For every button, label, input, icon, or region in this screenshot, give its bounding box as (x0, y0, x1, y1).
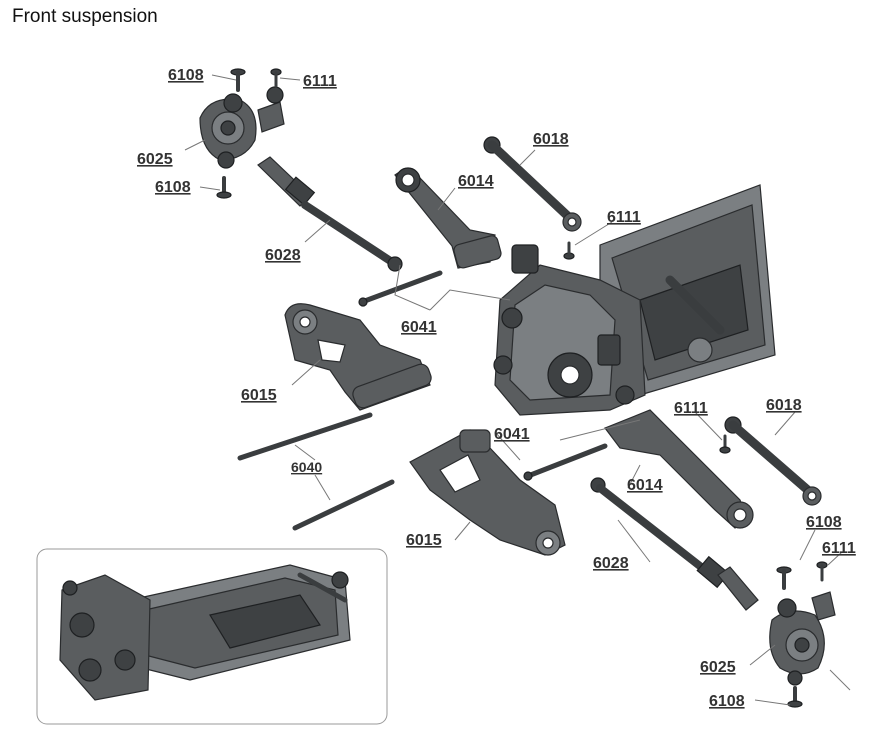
label-6111-mid: 6111 (607, 209, 641, 226)
label-6041-lower: 6041 (494, 426, 530, 443)
upper-arm-6014-top (394, 167, 502, 269)
label-6015-bottom: 6015 (406, 532, 442, 549)
label-6025-bottom: 6025 (700, 659, 736, 676)
pin-6108-lower (216, 176, 232, 199)
pin-6108-top (230, 68, 246, 92)
label-6108-right-top: 6108 (806, 514, 842, 531)
screw-6111-lower (719, 434, 731, 454)
pin-6108-right-top (776, 566, 792, 590)
label-6018-top: 6018 (533, 131, 569, 148)
chassis-body (599, 184, 776, 396)
drive-shaft-lower (590, 477, 759, 611)
turnbuckle-6018-top (483, 136, 582, 232)
page-title: Front suspension (12, 6, 158, 27)
label-6040: 6040 (291, 459, 322, 475)
hinge-pin-6040 (237, 412, 395, 531)
label-6108-bottom: 6108 (709, 693, 745, 710)
leader-lines (184, 74, 851, 706)
screw-6111-right (816, 561, 828, 582)
label-6111-top: 6111 (303, 73, 337, 90)
label-6014-top: 6014 (458, 173, 494, 190)
drive-shaft-upper (257, 156, 403, 272)
hinge-pin-6041-lower (523, 443, 608, 481)
screw-6111-top (270, 68, 282, 88)
label-6025-top: 6025 (137, 151, 173, 168)
label-6018-bottom: 6018 (766, 397, 802, 414)
label-6028-bottom: 6028 (593, 555, 629, 572)
hub-carrier-upper (199, 86, 285, 169)
label-6041-upper: 6041 (401, 319, 437, 336)
hub-carrier-lower (769, 591, 836, 686)
label-6014-bottom: 6014 (627, 477, 663, 494)
label-6108-top-left: 6108 (168, 67, 204, 84)
lower-arm-6015-bottom (409, 429, 566, 556)
label-6111-lower: 6111 (674, 400, 708, 417)
hinge-pin-6041-upper (358, 270, 443, 307)
pin-6108-right-bottom (787, 686, 803, 708)
lower-arm-6015-left (284, 303, 432, 411)
label-6108-mid-left: 6108 (155, 179, 191, 196)
label-6028-top: 6028 (265, 247, 301, 264)
upper-arm-6014-bottom (604, 409, 754, 529)
label-6111-right: 6111 (822, 540, 856, 557)
gearbox-bulkhead (493, 244, 646, 416)
screw-6111-mid (563, 241, 575, 260)
label-6015-left: 6015 (241, 387, 277, 404)
inset-overview (36, 548, 388, 725)
turnbuckle-6018-bottom (724, 416, 822, 506)
